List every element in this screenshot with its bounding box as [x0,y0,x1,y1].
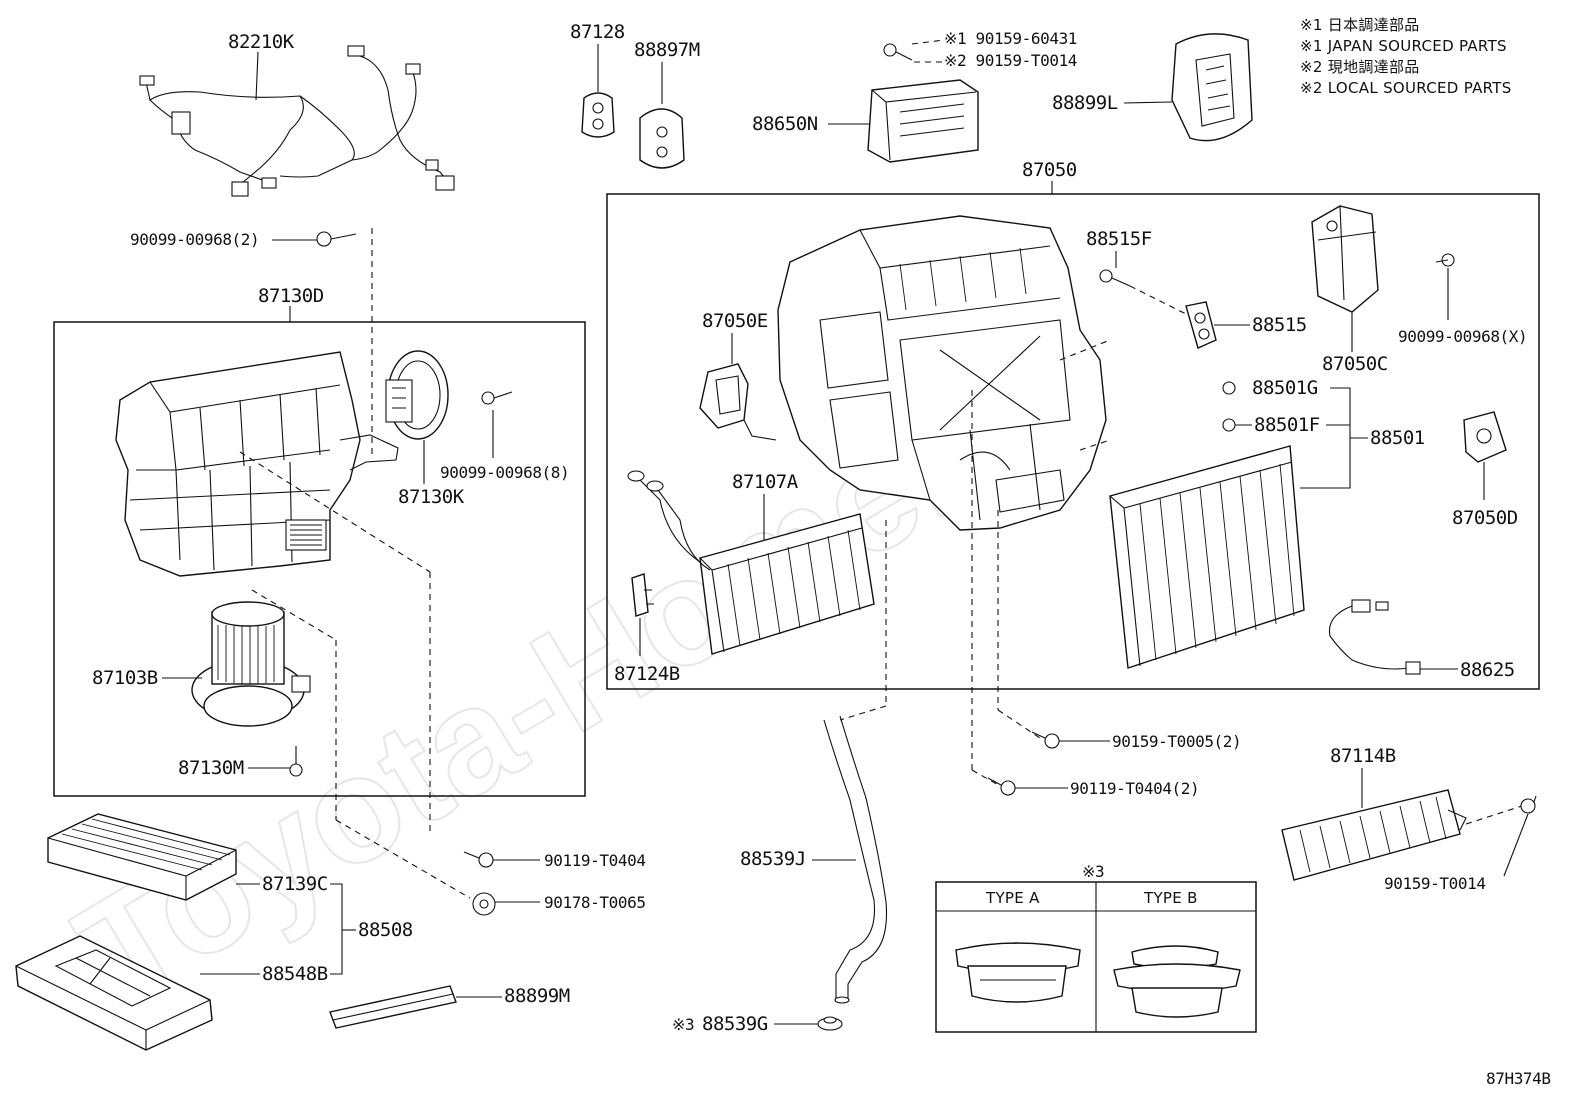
evaporator-core[interactable] [1109,445,1305,669]
o-ring-88501g[interactable]: 88501G [1222,377,1318,399]
expansion-valve-88515[interactable]: 88515 [1185,301,1307,349]
label-87107a: 87107A [732,471,799,493]
evaporator-group-88501: 88501 [1300,387,1425,489]
wire-harness-82210k[interactable]: 82210K [139,31,455,197]
legend-line-1: ※1 日本調達部品 [1300,16,1420,34]
label-87130d: 87130D [258,285,324,307]
ecu-88650n[interactable]: ※1 90159-60431 ※2 90159-T0014 88650N [752,29,1077,163]
label-88899l: 88899L [1052,92,1118,114]
label-90119-t0404-2: 90119-T0404(2) [1070,779,1199,798]
o-ring-88501f[interactable]: 88501F [1222,414,1320,436]
label-88515: 88515 [1252,314,1307,336]
screw-90099-00968-x[interactable]: 90099-00968(X) [1398,253,1528,346]
legend-line-4: ※2 LOCAL SOURCED PARTS [1300,79,1512,97]
assembly-box-87130d [53,321,586,797]
screw-90119-t0404-2[interactable]: 90119-T0404(2) [987,777,1200,798]
label-87050d: 87050D [1452,507,1518,529]
filter-bracket-group: 88508 [330,883,413,975]
label-90099-00968-2: 90099-00968(2) [130,230,259,249]
label-90099-00968-8: 90099-00968(8) [440,463,569,482]
filter-case-88548b[interactable]: 88548B [15,935,328,1051]
grommet-88539g[interactable]: ※3 88539G [672,1013,843,1035]
cover-88899l[interactable]: 88899L [1052,33,1253,142]
assembly-box-87050 [606,193,1540,690]
label-87124b: 87124B [614,663,680,685]
fastener-note-1: ※1 90159-60431 [944,29,1077,48]
label-90159-t0005-2: 90159-T0005(2) [1112,732,1241,751]
bolt-90119-t0404[interactable]: 90119-T0404 [463,851,646,870]
screw-90159-t0005-2[interactable]: 90159-T0005(2) [1031,731,1242,751]
bolt-88515f[interactable]: 88515F [1086,228,1191,317]
heater-core-87107a[interactable]: 87107A [627,470,875,655]
label-88539j: 88539J [740,848,806,870]
label-90178-t0065: 90178-T0065 [544,893,646,912]
label-88508: 88508 [358,919,413,941]
ptc-heater-87114b[interactable]: 87114B 90159-T0014 [1281,745,1537,893]
label-88548b: 88548B [262,963,328,985]
label-87130m: 87130M [178,757,244,779]
label-87114b: 87114B [1330,745,1396,767]
label-88897m: 88897M [634,39,700,61]
type-a-grommet [955,942,1081,1003]
blower-housing[interactable] [115,351,399,577]
diagram-code: 87H374B [1486,1069,1551,1088]
label-87130k: 87130K [398,486,465,508]
legend-line-3: ※2 現地調達部品 [1300,58,1420,76]
label-88899m: 88899M [504,985,570,1007]
servo-87130k[interactable]: 87130K [385,350,465,508]
legend: ※1 日本調達部品 ※1 JAPAN SOURCED PARTS ※2 現地調達… [1300,16,1512,97]
screw-87130m[interactable]: 87130M [178,746,303,779]
blower-motor-87103b[interactable]: 87103B [92,601,311,727]
type-b-grommet [1113,945,1241,1018]
servo-87050d[interactable]: 87050D [1452,411,1518,529]
label-88501f: 88501F [1254,414,1320,436]
label-88625: 88625 [1460,659,1515,681]
screw-90099-00968-8[interactable]: 90099-00968(8) [440,391,570,482]
label-87050: 87050 [1022,159,1077,181]
type-box-mark: ※3 [1082,862,1104,881]
label-87103b: 87103B [92,667,158,689]
drain-hose-88539j[interactable]: 88539J [740,715,888,1004]
filter-87139c[interactable]: 87139C [47,813,328,901]
label-90119-t0404: 90119-T0404 [544,851,646,870]
nut-90178-t0065[interactable]: 90178-T0065 [472,892,646,916]
type-a-label: TYPE A [985,889,1040,907]
clip-87124b[interactable]: 87124B [614,573,680,685]
label-88515f: 88515F [1086,228,1152,250]
mark-88539g: ※3 [672,1015,694,1034]
grommet-88897m[interactable]: 88897M [634,39,700,169]
bolt-90099-00968-2[interactable]: 90099-00968(2) [130,230,357,249]
seal-88899m[interactable]: 88899M [329,985,570,1029]
label-88539g: 88539G [702,1013,768,1035]
label-87050e: 87050E [702,310,768,332]
servo-87050c[interactable]: 87050C [1311,205,1388,375]
label-87139c: 87139C [262,873,328,895]
type-variants-table: ※3 TYPE A TYPE B [935,862,1257,1033]
label-88501: 88501 [1370,427,1425,449]
ac-unit-housing[interactable] [777,215,1107,531]
servo-87050e[interactable]: 87050E [699,310,777,441]
label-88501g: 88501G [1252,377,1318,399]
label-90159-t0014: 90159-T0014 [1384,874,1486,893]
label-87050c: 87050C [1322,353,1388,375]
grommet-87128[interactable]: 87128 [570,21,625,138]
label-82210k: 82210K [228,31,295,53]
fastener-note-2: ※2 90159-T0014 [944,51,1077,70]
label-90099-00968-x: 90099-00968(X) [1398,327,1527,346]
type-b-label: TYPE B [1143,889,1198,907]
label-87128: 87128 [570,21,625,43]
legend-line-2: ※1 JAPAN SOURCED PARTS [1300,37,1507,55]
label-88650n: 88650N [752,113,818,135]
sensor-88625[interactable]: 88625 [1328,599,1515,681]
